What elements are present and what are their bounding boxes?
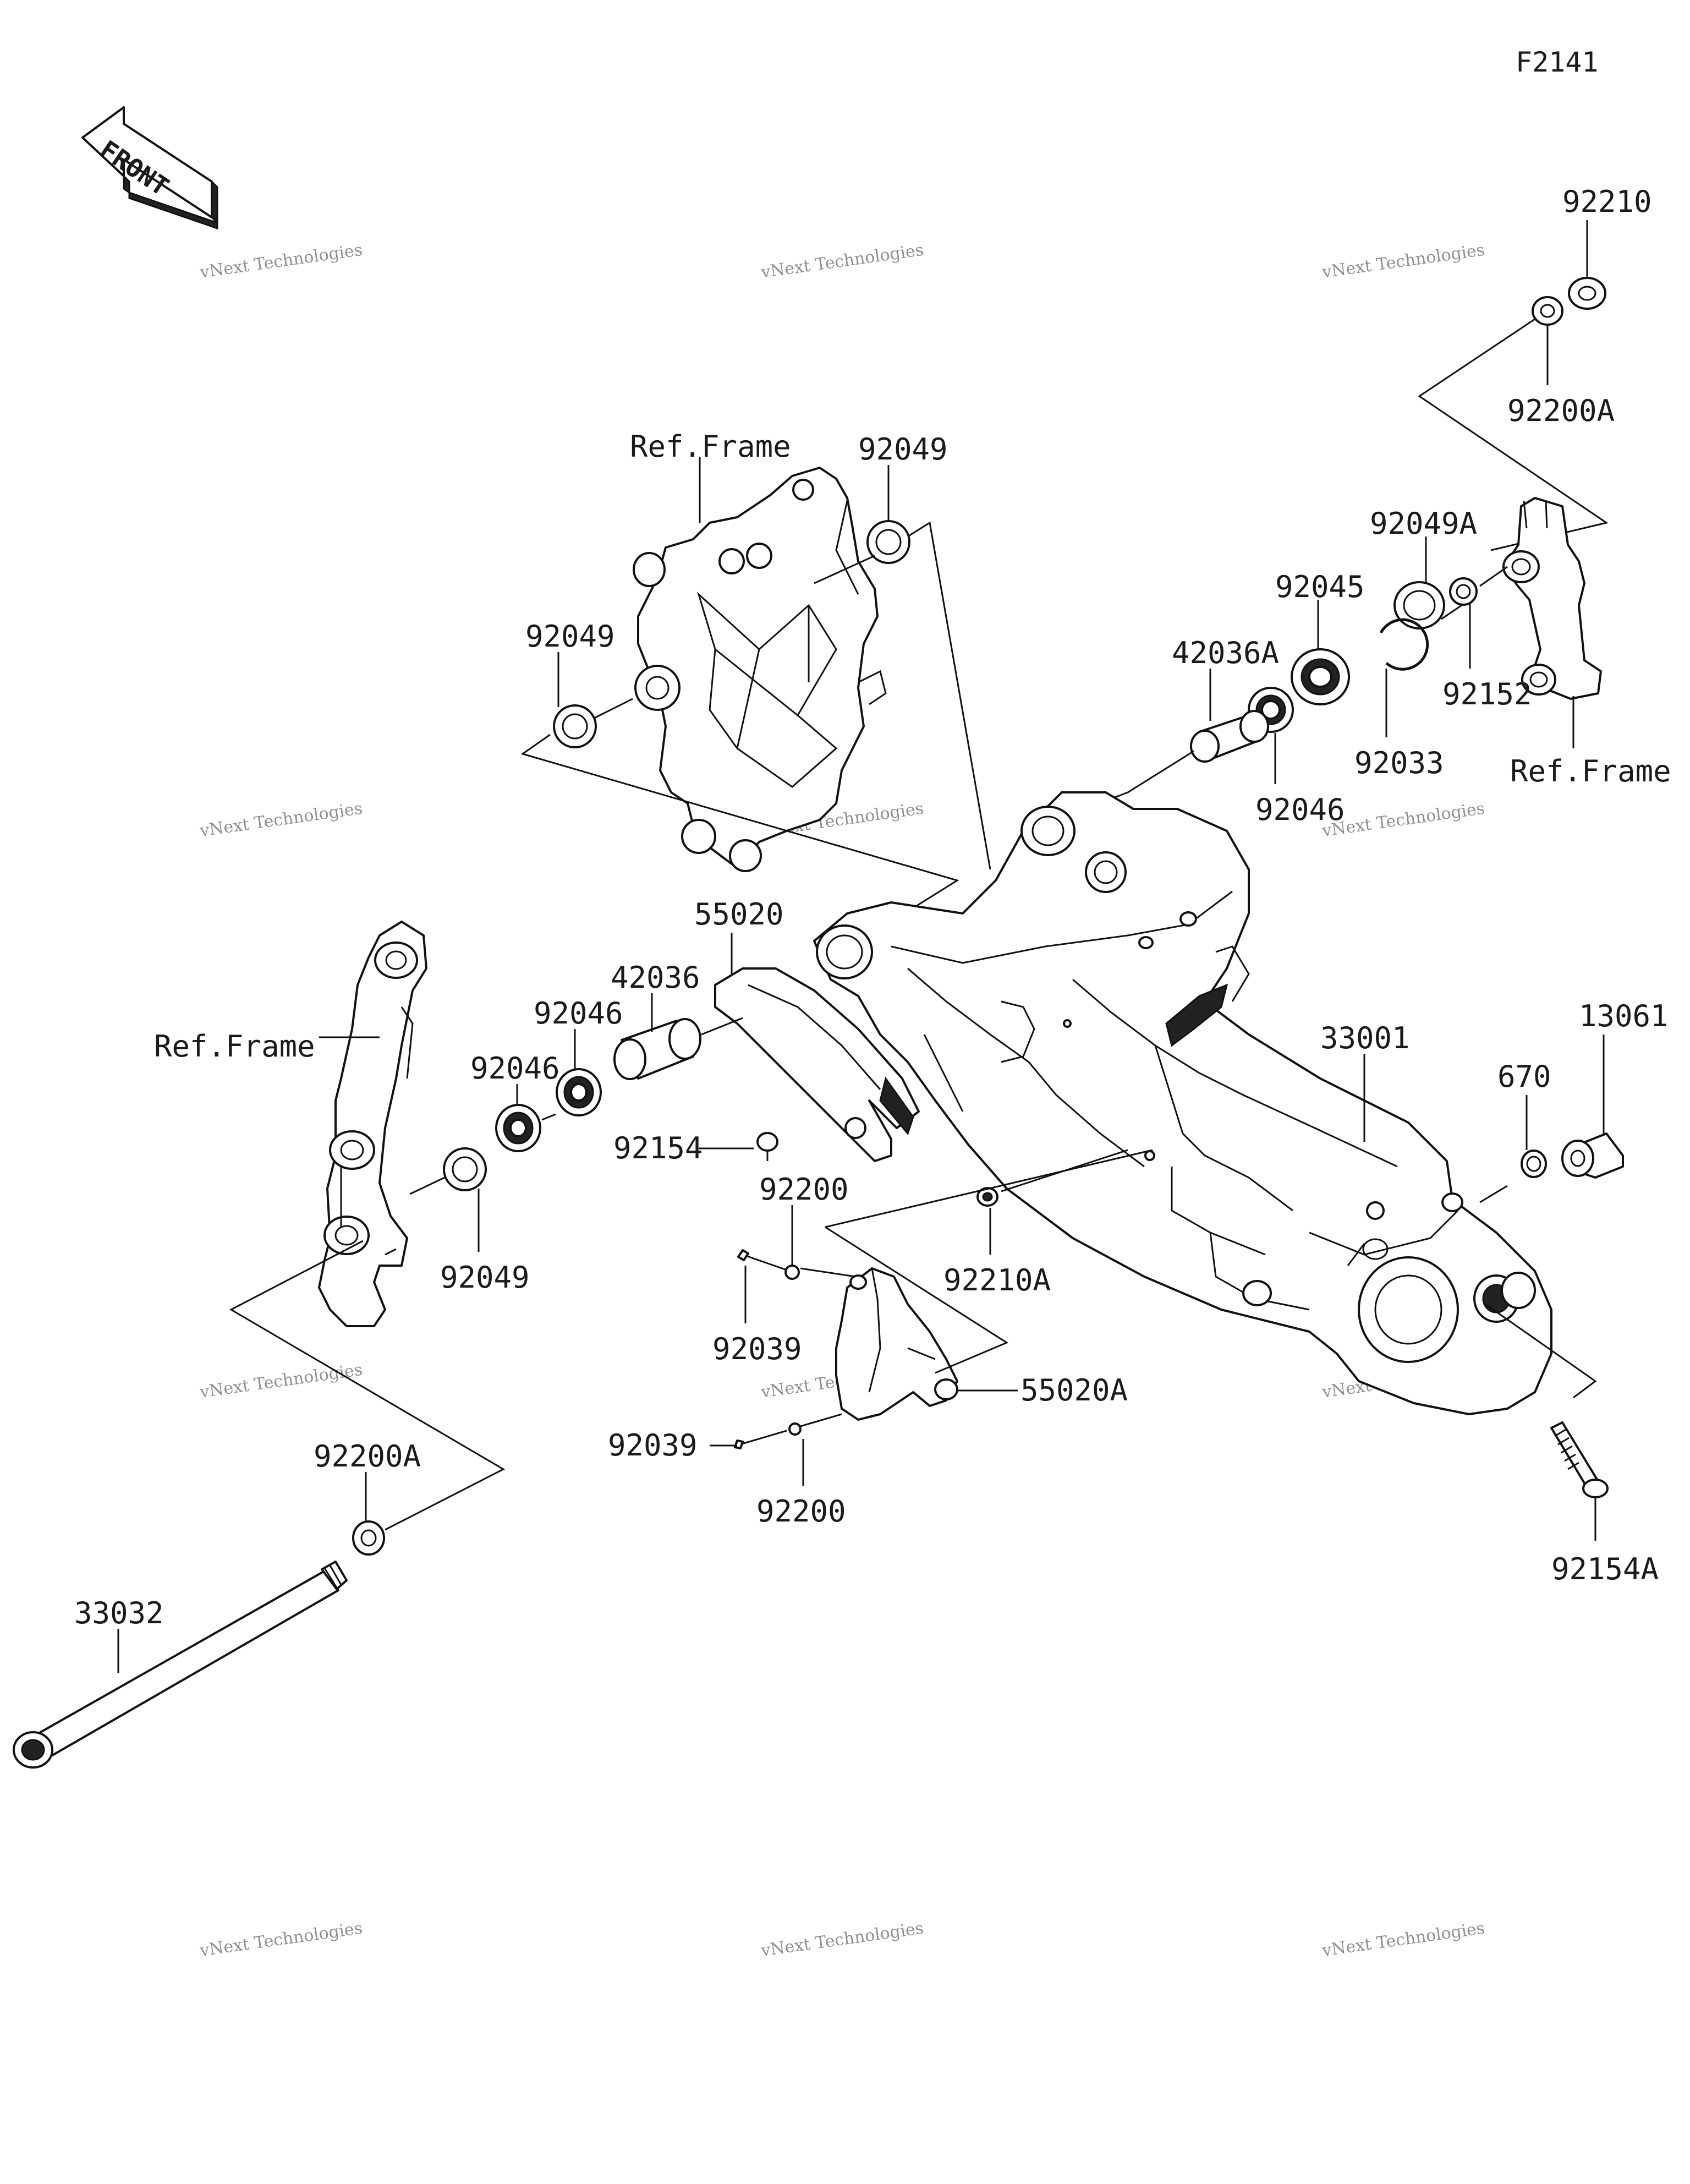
label-92049-mid: 92049 [525,619,615,654]
label-92049-top: 92049 [858,432,948,467]
bolt-92154-icon [756,1132,778,1161]
label-55020: 55020 [694,897,784,932]
label-33032: 33032 [74,1596,164,1630]
label-92152: 92152 [1442,677,1532,711]
front-arrow-icon: FRONT [81,106,218,230]
label-55020A: 55020A [1020,1373,1128,1408]
washer-92200A-top-icon [1532,296,1563,326]
watermark: vNext Technologies [1320,799,1486,841]
label-92210A: 92210A [943,1263,1051,1298]
svg-text:vNext Technologies: vNext Technologies [198,799,364,841]
chain-slider-55020-icon [714,967,920,1162]
collar-13061-icon [1561,1132,1624,1179]
label-42036A: 42036A [1172,636,1279,670]
label-13061: 13061 [1579,999,1669,1033]
seal-92049-low-icon [443,1147,487,1191]
washer-92200-b-icon [788,1422,802,1436]
label-92046-right: 92046 [1255,792,1345,827]
collar-92152-icon [1449,577,1478,606]
nut-92210-icon [1568,277,1606,310]
svg-text:vNext Technologies: vNext Technologies [1320,240,1486,282]
svg-text:vNext Technologies: vNext Technologies [1320,799,1486,841]
label-92045: 92045 [1275,570,1365,604]
label-33001: 33001 [1320,1021,1410,1055]
label-92033: 92033 [1354,746,1444,780]
frame-bracket-icon [633,467,887,872]
watermark: vNext Technologies [1320,240,1486,282]
label-ref-frame-left: Ref.Frame [154,1029,315,1064]
label-92049A: 92049A [1370,506,1477,541]
watermark: vNext Technologies [198,1360,364,1402]
label-92039-a: 92039 [712,1332,802,1366]
screw-92039-a-icon [737,1249,787,1271]
circlip-92033-icon [1379,618,1429,671]
pivot-shaft-33032-icon [13,1561,348,1769]
o-ring-670-icon [1521,1150,1547,1178]
collar-42036A-icon [1190,710,1269,763]
label-92210: 92210 [1562,184,1652,219]
seal-92049A-icon [1393,581,1445,630]
swingarm-33001-icon [813,791,1552,1415]
label-92049-low: 92049 [440,1260,530,1295]
label-92200-b: 92200 [756,1494,846,1529]
label-92046-a: 92046 [534,996,623,1031]
washer-92200-a-icon [784,1265,800,1280]
watermark: vNext Technologies [198,240,364,282]
svg-text:vNext Technologies: vNext Technologies [198,1360,364,1402]
label-92200-a: 92200 [759,1172,849,1207]
ref-frame-right-link-icon [1502,497,1602,700]
needle-bearing-92046-b-icon [495,1104,541,1152]
label-ref-frame-right: Ref.Frame [1510,754,1671,789]
bearing-92045-icon [1291,648,1350,705]
svg-text:vNext Technologies: vNext Technologies [759,1919,925,1961]
ref-frame-left-link-icon [318,921,427,1327]
watermark: vNext Technologies [759,240,925,282]
label-92039-b: 92039 [608,1428,698,1463]
svg-text:vNext Technologies: vNext Technologies [198,240,364,282]
svg-text:vNext Technologies: vNext Technologies [198,1919,364,1961]
collar-42036-icon [613,1018,701,1080]
needle-bearing-92046-a-icon [556,1068,602,1116]
label-42036: 42036 [611,960,700,995]
watermark: vNext Technologies [198,1919,364,1961]
watermark: vNext Technologies [1320,1919,1486,1961]
label-92200A-top: 92200A [1507,393,1615,428]
diagram-code: F2141 [1516,46,1599,78]
watermark: vNext Technologies [759,1919,925,1961]
chain-guide-55020A-icon [835,1267,958,1421]
svg-text:vNext Technologies: vNext Technologies [1320,1919,1486,1961]
bolt-92154A-icon [1550,1421,1609,1498]
washer-92200A-low-icon [352,1520,385,1556]
screw-92039-b-icon [734,1430,787,1449]
svg-text:vNext Technologies: vNext Technologies [759,240,925,282]
label-92046-b: 92046 [470,1051,560,1086]
label-92200A-low: 92200A [314,1439,421,1474]
watermark: vNext Technologies [198,799,364,841]
label-ref-frame-top: Ref.Frame [630,429,791,464]
bolt-92210A-icon [976,1187,998,1207]
label-92154: 92154 [613,1131,703,1165]
seal-92049-mid-icon [553,704,597,748]
label-670: 670 [1497,1059,1551,1094]
label-92154A: 92154A [1551,1552,1659,1586]
